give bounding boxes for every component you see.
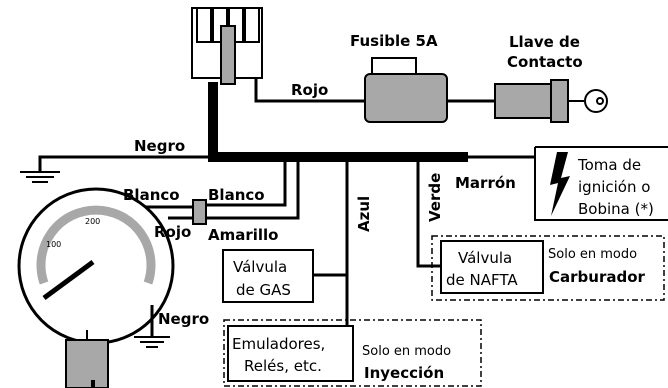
ground-symbol-icon <box>134 336 170 348</box>
red-wire-top <box>254 78 495 103</box>
main-harness <box>208 82 468 162</box>
gauge-black-wire-label: Negro <box>158 310 209 328</box>
brown-wire-label: Marrón <box>455 174 516 192</box>
gauge-tick-200: 200 <box>85 217 100 226</box>
nafta-valve-label-line2: de NAFTA <box>446 271 518 289</box>
black-wire-label: Negro <box>134 137 185 155</box>
carb-mode-box <box>431 235 665 301</box>
pressure-gauge <box>17 187 175 388</box>
key-icon <box>568 89 608 113</box>
ignition-label-line3: Bobina (*) <box>578 200 654 218</box>
yellow-wire-label: Amarillo <box>208 226 279 244</box>
green-wire <box>416 157 441 268</box>
emulators-label-line1: Emuladores, <box>232 335 325 353</box>
gas-valve-label-line2: de GAS <box>236 281 291 299</box>
key-label-line2: Contacto <box>507 53 583 71</box>
blue-wire-label: Azul <box>355 196 373 232</box>
gauge-tick-100: 100 <box>46 240 61 249</box>
black-wire-gauge <box>134 305 170 348</box>
emulators-label-line2: Relés, etc. <box>244 357 322 375</box>
key-label-line1: Llave de <box>509 33 580 51</box>
inj-mode-box <box>223 319 482 387</box>
fuse <box>364 57 448 123</box>
red-gauge-wire-label: Rojo <box>154 223 191 241</box>
inj-mode-label-line1: Solo en modo <box>362 344 451 359</box>
carb-mode-label-line1: Solo en modo <box>548 247 637 262</box>
ignition-key <box>494 79 608 123</box>
nafta-valve-box <box>440 240 544 294</box>
red-wire-label: Rojo <box>291 81 328 99</box>
inj-mode-label-line2: Inyección <box>364 364 444 382</box>
gas-valve-label-line1: Válvula <box>233 258 287 276</box>
black-wire-left <box>20 155 208 183</box>
fuse-label: Fusible 5A <box>350 32 438 50</box>
ground-symbol-icon <box>20 171 60 183</box>
carb-mode-label-line2: Carburador <box>549 268 646 286</box>
white-wire-label-right: Blanco <box>208 186 265 204</box>
ignition-box <box>534 146 668 221</box>
white-wire-label-left: Blanco <box>123 186 180 204</box>
emulators-box <box>227 325 354 382</box>
ignition-label-line1: Toma de <box>577 156 641 174</box>
connector-plug <box>191 7 263 85</box>
green-wire-label: Verde <box>426 173 444 222</box>
lightning-bolt-icon <box>550 152 570 216</box>
gas-valve-box <box>222 249 314 303</box>
nafta-valve-label-line1: Válvula <box>458 249 512 267</box>
ignition-label-line2: ignición o <box>578 178 650 196</box>
